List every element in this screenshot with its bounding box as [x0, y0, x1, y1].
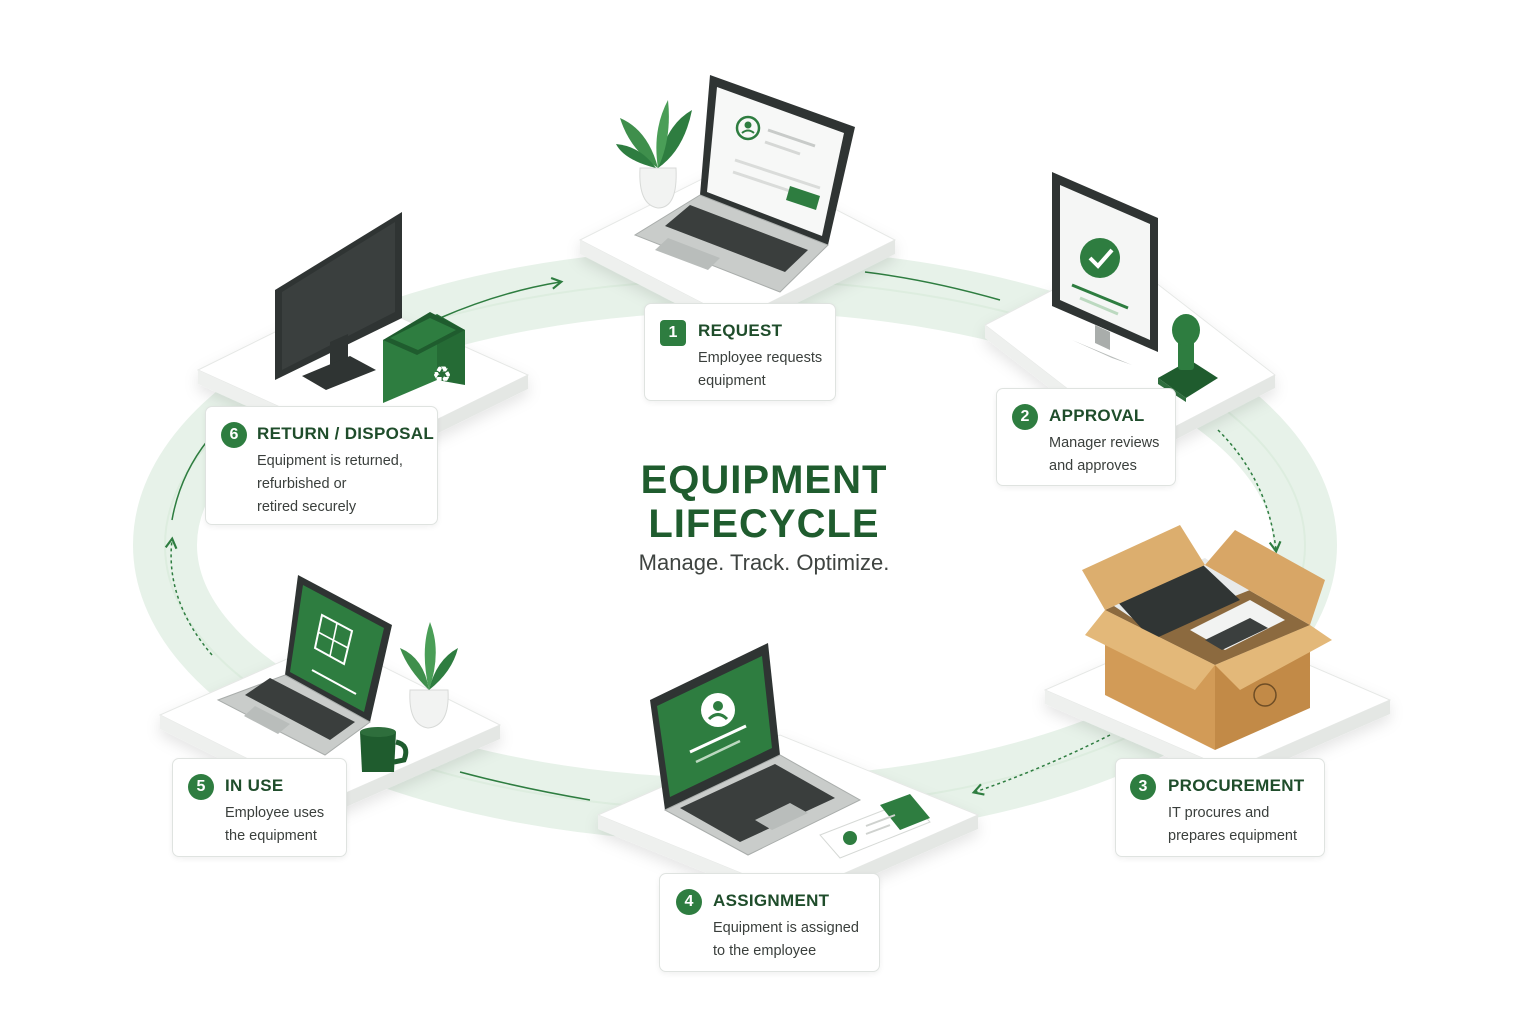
- step-card-return-disposal: 6 RETURN / DISPOSAL Equipment is returne…: [205, 406, 438, 525]
- step-card-assignment: 4 ASSIGNMENT Equipment is assigned to th…: [659, 873, 880, 972]
- step-description: Manager reviews and approves: [1049, 435, 1160, 474]
- laptop-user-badge-icon: [650, 643, 931, 859]
- step-title: REQUEST: [698, 321, 783, 340]
- step-number-badge: 6: [221, 422, 247, 448]
- svg-text:♻: ♻: [432, 363, 452, 388]
- monitor-checkmark-stamp-icon: [1052, 172, 1218, 402]
- cycle-arrows: [164, 271, 1282, 801]
- step-number-badge: 4: [676, 889, 702, 915]
- arrow-4-to-5: [459, 771, 591, 801]
- step-title: PROCUREMENT: [1168, 776, 1305, 795]
- step-description: IT procures and prepares equipment: [1168, 805, 1297, 844]
- step-title: APPROVAL: [1049, 406, 1145, 425]
- arrow-6-to-1: [439, 276, 564, 319]
- arrow-6-up: [171, 439, 209, 521]
- laptop-plant-mug-icon: [216, 575, 458, 772]
- step-number-badge: 3: [1130, 774, 1156, 800]
- step-number-badge: 5: [188, 774, 214, 800]
- step-card-procurement: 3 PROCUREMENT IT procures and prepares e…: [1115, 758, 1325, 857]
- step-title: IN USE: [225, 776, 284, 795]
- step-card-in-use: 5 IN USE Employee uses the equipment: [172, 758, 347, 857]
- laptop-request-form-icon: [616, 75, 855, 293]
- step-number-badge: 2: [1012, 404, 1038, 430]
- shipping-box-laptop-icon: [1082, 525, 1332, 750]
- step-card-request: 1 REQUEST Employee requests equipment: [644, 303, 836, 401]
- step-card-approval: 2 APPROVAL Manager reviews and approves: [996, 388, 1176, 486]
- step-description: Employee requests equipment: [698, 350, 823, 389]
- step-description: Equipment is assigned to the employee: [713, 920, 859, 959]
- page-title: EQUIPMENT LIFECYCLE: [640, 458, 888, 546]
- page-subtitle: Manage. Track. Optimize.: [638, 550, 890, 575]
- step-description: Equipment is returned, refurbished or re…: [257, 453, 403, 515]
- monitor-recycle-bin-icon: ♻: [275, 212, 465, 403]
- step-title: RETURN / DISPOSAL: [257, 424, 435, 443]
- arrow-1-to-2: [864, 271, 1001, 301]
- arrow-2-to-3: [1217, 429, 1282, 554]
- step-number-badge: 1: [660, 320, 686, 346]
- step-title: ASSIGNMENT: [713, 891, 830, 910]
- step-description: Employee uses the equipment: [225, 805, 325, 844]
